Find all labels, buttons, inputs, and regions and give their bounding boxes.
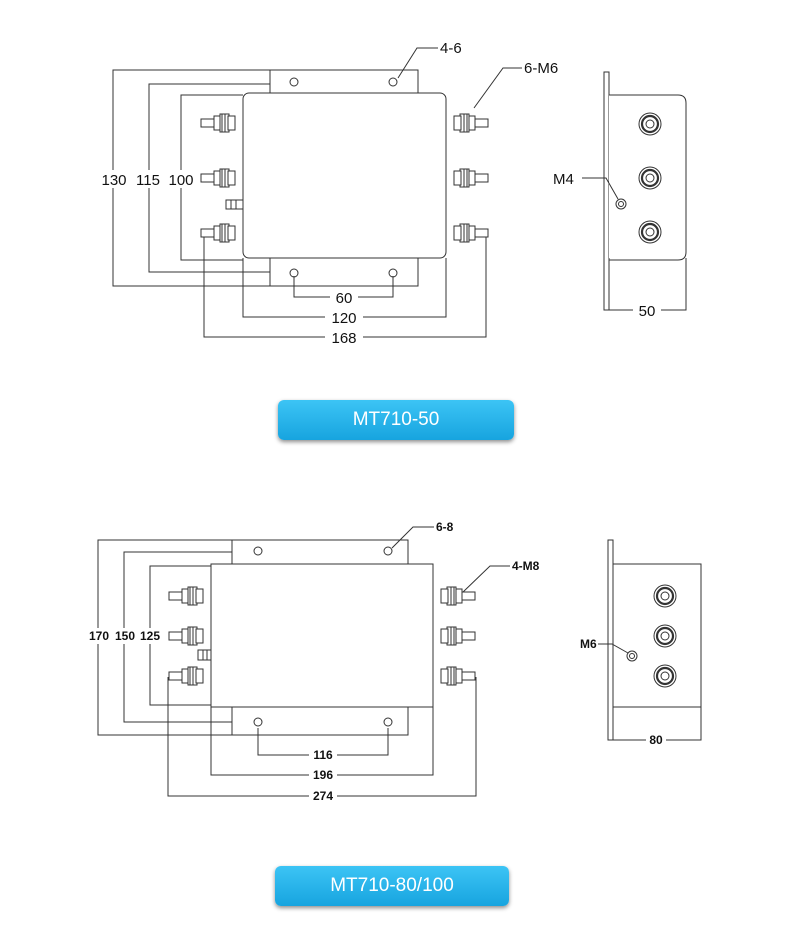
dim-width-3: 168 [331,330,356,347]
mount-hole [289,77,299,87]
terminal-label: 4-M8 [512,559,540,573]
dim-depth: 80 [649,733,663,747]
drawing-mt710-50-front [112,47,522,338]
mount-hole [388,77,398,87]
dim-height-2: 150 [115,629,135,643]
mount-hole-label: 6-8 [436,520,454,534]
ground-stud [197,649,212,661]
dim-width-1: 60 [336,290,353,307]
terminal-label: 6-M6 [524,60,558,77]
mount-hole [388,268,398,278]
dim-height-1: 170 [89,629,109,643]
dim-width-1: 116 [313,748,333,762]
leader-4-6 [397,47,438,79]
leader-m4 [582,177,619,200]
filter-body [210,563,434,708]
dim-196 [210,707,434,776]
ground-label: M4 [553,171,574,188]
mount-hole-label: 4-6 [440,40,462,57]
drawing-mt710-80-front [97,526,510,797]
model-title-mt710-50: MT710-50 [278,400,514,440]
leader-6-8 [391,526,434,549]
dim-height-2: 115 [136,172,160,189]
leader-6-M6 [473,67,522,109]
dim-width-2: 196 [313,768,333,782]
drawing-mt710-80-side [598,539,702,741]
mount-hole [289,268,299,278]
dim-height-3: 100 [168,172,193,189]
drawing-mt710-50-side [582,71,687,311]
dim-depth: 50 [639,303,656,320]
dim-height-1: 130 [101,172,126,189]
filter-body [242,92,447,259]
leader-4-M8 [461,565,510,594]
leader-m6 [598,643,629,654]
dim-120 [242,258,447,318]
model-title-mt710-80-100: MT710-80/100 [275,866,509,906]
ground-label: M6 [580,637,597,651]
ground-stud [225,199,244,210]
dim-width-3: 274 [313,789,333,803]
dim-height-3: 125 [140,629,160,643]
dim-width-2: 120 [331,310,356,327]
